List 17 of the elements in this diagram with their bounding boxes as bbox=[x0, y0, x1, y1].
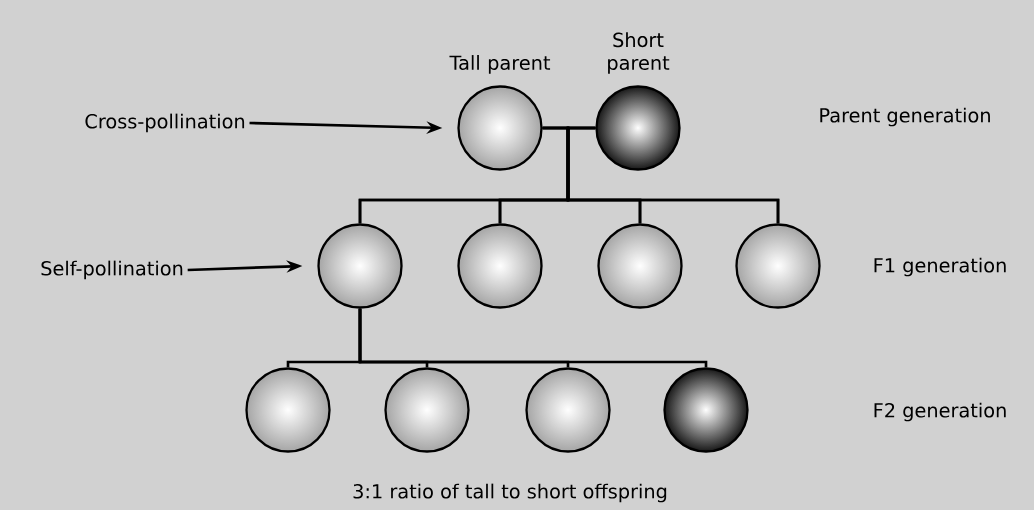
generation-label: F2 generation bbox=[874, 402, 1006, 422]
circle bbox=[384, 367, 470, 453]
connector-line bbox=[358, 308, 708, 368]
circle bbox=[245, 367, 331, 453]
generation-label: Parent generation bbox=[820, 107, 990, 127]
circle-label: Tall parent bbox=[449, 55, 551, 74]
circle bbox=[317, 223, 403, 309]
circle bbox=[457, 223, 543, 309]
generation-label: F1 generation bbox=[874, 257, 1006, 277]
circle-label: Short parent bbox=[608, 32, 670, 74]
node-label: Cross-pollination bbox=[85, 113, 245, 133]
node-label: Self-pollination bbox=[41, 260, 183, 280]
circle bbox=[735, 223, 821, 309]
caption: 3:1 ratio of tall to short offspring bbox=[353, 483, 667, 503]
circle bbox=[525, 367, 611, 453]
circle bbox=[597, 223, 683, 309]
circle bbox=[663, 367, 749, 453]
